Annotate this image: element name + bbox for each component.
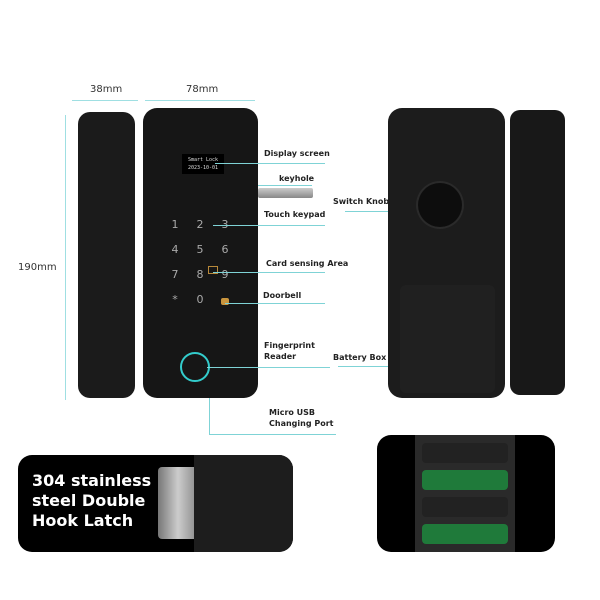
card-icon [208,266,218,274]
display-line1: Smart Lock [187,157,219,163]
keypad-key[interactable]: 0 [196,293,204,306]
label-usb-1: Micro USB [269,408,316,417]
width-dimension: 78mm [186,84,219,95]
keypad-key[interactable]: 5 [196,243,204,256]
side-panel [78,112,135,398]
fingerprint-reader[interactable] [180,352,210,382]
latch-line1: 304 stainless [32,471,152,490]
keypad-key[interactable]: 1 [171,218,179,231]
label-keyhole: keyhole [279,174,315,183]
depth-dimension: 38mm [90,84,123,95]
label-usb-2: Changing Port [269,419,334,428]
display-screen: Smart Lock 2023-10-01 [182,154,224,174]
hook-latch [158,467,198,539]
label-switch-knob: Switch Knob [333,197,390,206]
switch-knob[interactable] [418,183,462,227]
keypad-key[interactable]: 2 [196,218,204,231]
label-battery: Battery Box [333,353,387,362]
height-dimension: 190mm [18,262,57,273]
keypad-key[interactable]: * [172,293,178,306]
keypad-key[interactable]: 8 [196,268,204,281]
battery [422,497,508,517]
key-icon [258,188,313,198]
label-fingerprint-2: Reader [264,352,297,361]
back-side-panel [510,110,565,395]
height-line [65,115,66,400]
display-line2: 2023-10-01 [187,165,219,171]
battery-card [377,435,555,552]
battery-box[interactable] [400,285,495,393]
label-keypad: Touch keypad [264,210,326,219]
label-display: Display screen [264,149,330,158]
keypad-key[interactable]: 9 [221,268,229,281]
label-fingerprint-1: Fingerprint [264,341,315,350]
latch-line2: steel Double [32,491,146,510]
label-doorbell: Doorbell [263,291,302,300]
keypad-key[interactable]: 3 [218,218,232,231]
width-line [145,100,255,101]
battery [422,470,508,490]
depth-line [72,100,138,101]
latch-caption: 304 stainless steel Double Hook Latch [32,471,151,531]
keypad-key[interactable]: 4 [171,243,179,256]
keypad-key[interactable]: 7 [171,268,179,281]
label-card: Card sensing Area [266,259,349,268]
latch-card: 304 stainless steel Double Hook Latch [18,455,293,552]
latch-line3: Hook Latch [32,511,134,530]
latch-lock-body [194,455,293,552]
keypad-key[interactable]: 6 [221,243,229,256]
battery [422,443,508,463]
battery [422,524,508,544]
doorbell-icon[interactable] [221,298,229,305]
